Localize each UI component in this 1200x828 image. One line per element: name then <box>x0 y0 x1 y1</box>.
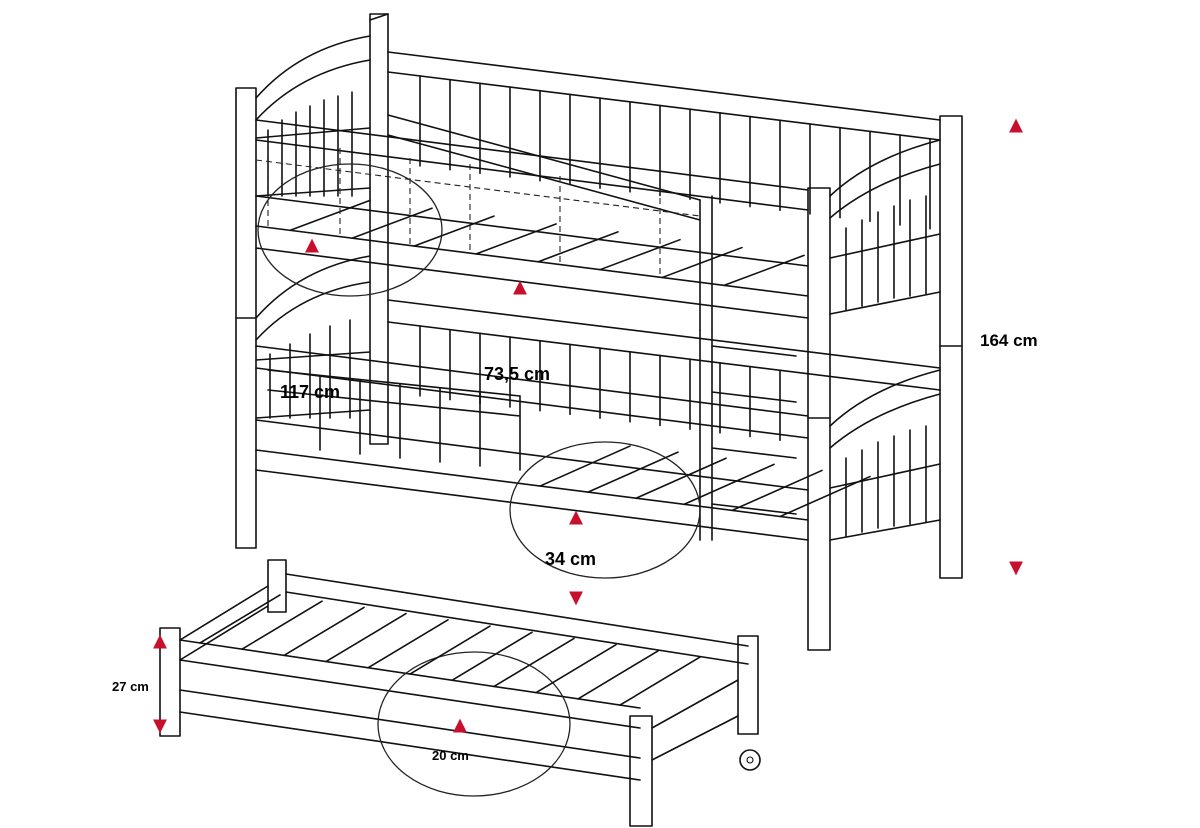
dimension-labels: 164 cm 117 cm 73,5 cm 34 cm 27 cm 20 cm <box>112 331 1038 763</box>
lower-slat <box>635 457 727 500</box>
left-headboard-upper <box>255 35 371 197</box>
upper-slat <box>661 246 743 279</box>
trundle-slat <box>535 643 617 694</box>
trundle-slat <box>241 600 323 650</box>
label-rail-gap: 73,5 cm <box>484 364 550 384</box>
label-trundle-clearance: 20 cm <box>432 748 469 763</box>
label-trundle-height: 27 cm <box>112 679 149 694</box>
detail-circle-upper <box>257 163 443 297</box>
bunk-bed <box>235 13 963 651</box>
trundle-slat <box>199 594 281 644</box>
upper-guard-rail <box>387 114 713 331</box>
back-rails <box>387 51 941 391</box>
upper-slat <box>599 238 681 271</box>
lower-front-frame <box>255 345 809 541</box>
upper-slat <box>723 254 805 287</box>
back-posts <box>369 13 389 445</box>
lower-guard-rail <box>267 369 521 471</box>
lower-slat <box>539 445 631 487</box>
trundle-slats <box>199 594 701 706</box>
upper-slat <box>475 223 557 255</box>
dimension-lines <box>153 118 1023 734</box>
trundle-slat <box>409 625 491 675</box>
trundle-slat <box>577 650 659 700</box>
lower-slat <box>731 469 823 512</box>
upper-rail-dashed <box>255 140 701 274</box>
right-headboard-lower <box>829 369 941 541</box>
upper-slat <box>413 215 495 247</box>
trundle-slat <box>451 631 533 682</box>
left-front-post <box>235 87 257 549</box>
right-headboard-upper <box>829 139 941 315</box>
label-total-height: 164 cm <box>980 331 1038 350</box>
detail-circle-lower <box>509 441 701 579</box>
label-bed-clearance: 117 cm <box>280 382 340 402</box>
upper-slat <box>537 231 619 263</box>
right-back-post <box>939 115 963 579</box>
back-slats-upper <box>419 75 931 230</box>
label-rail-height: 34 cm <box>545 549 596 569</box>
trundle-slat <box>493 637 575 688</box>
lower-slat <box>779 475 871 518</box>
trundle-slat <box>325 612 407 663</box>
trundle-slat <box>283 606 365 657</box>
upper-slat <box>289 199 371 232</box>
lower-slat <box>587 451 679 493</box>
upper-slats <box>289 199 805 287</box>
detail-circle-trundle <box>377 651 571 797</box>
back-slats-lower <box>419 325 781 442</box>
upper-slat <box>351 207 433 239</box>
trundle-slat <box>367 619 449 669</box>
lower-slats <box>539 445 871 518</box>
left-headboard-lower <box>255 255 371 419</box>
right-front-post <box>807 187 831 651</box>
trundle-slat <box>619 656 701 706</box>
trundle-bed <box>159 559 761 827</box>
